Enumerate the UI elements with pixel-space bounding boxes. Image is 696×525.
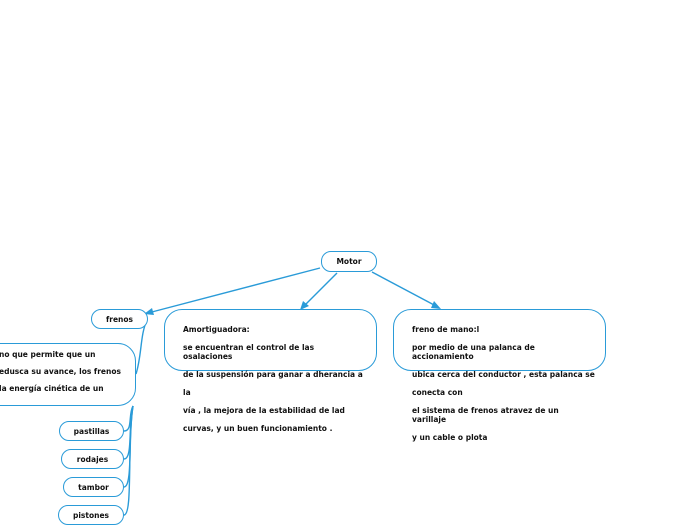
amortiguadora-line: Amortiguadora:	[183, 325, 250, 334]
amortiguadora-line: de la suspensión para ganar a dherancia …	[183, 370, 363, 379]
node-pastillas[interactable]: pastillas	[59, 421, 124, 441]
root-label: Motor	[336, 257, 362, 266]
link-motor-frenos	[147, 267, 321, 314]
node-pistones[interactable]: pistones	[58, 505, 124, 525]
node-frenos[interactable]: frenos	[91, 309, 148, 329]
rodajes-label: rodajes	[76, 454, 109, 464]
amortiguadora-line: vía , la mejora de la estabilidad de lad	[183, 406, 345, 415]
freno-mano-line: y un cable o plota	[412, 433, 488, 442]
tambor-label: tambor	[78, 482, 109, 492]
link-motor-freno-mano	[371, 271, 437, 307]
node-tambor[interactable]: tambor	[63, 477, 124, 497]
freno-mano-line: ubica cerca del conductor , esta palanca…	[412, 370, 595, 379]
amortiguadora-line: la	[183, 388, 191, 397]
amortiguadora-line: se encuentran el control de las osalacio…	[183, 343, 315, 361]
root-node-motor[interactable]: Motor	[321, 251, 377, 272]
pastillas-label: pastillas	[73, 426, 110, 436]
link-def-pistones	[123, 405, 134, 516]
node-amortiguadora[interactable]: Amortiguadora: se encuentran el control …	[164, 309, 377, 433]
link-motor-amortiguadora	[303, 272, 338, 307]
freno-mano-line: por medio de una palanca de accionamient…	[412, 343, 535, 361]
definition-line	[0, 376, 129, 385]
freno-mano-line: freno de mano:l	[412, 325, 480, 334]
pistones-label: pistones	[72, 510, 110, 520]
node-freno-de-mano[interactable]: freno de mano:l por medio de una palanca…	[393, 309, 606, 442]
definition-line: edusca su avance, los frenos	[0, 367, 121, 376]
arrowhead-freno-mano	[431, 301, 441, 309]
node-rodajes[interactable]: rodajes	[61, 449, 124, 469]
arrowhead-amortiguadora	[300, 301, 309, 310]
frenos-label: frenos	[105, 314, 133, 324]
definition-line	[0, 359, 129, 368]
freno-mano-line: conecta con	[412, 388, 463, 397]
freno-mano-line: el sistema de frenos atravez de un varil…	[412, 406, 559, 424]
node-frenos-definition[interactable]: no que permite que un edusca su avance, …	[0, 343, 136, 406]
definition-line: no que permite que un	[0, 350, 96, 359]
definition-line: la energía cinética de un	[0, 384, 104, 393]
amortiguadora-line: curvas, y un buen funcionamiento .	[183, 424, 333, 433]
